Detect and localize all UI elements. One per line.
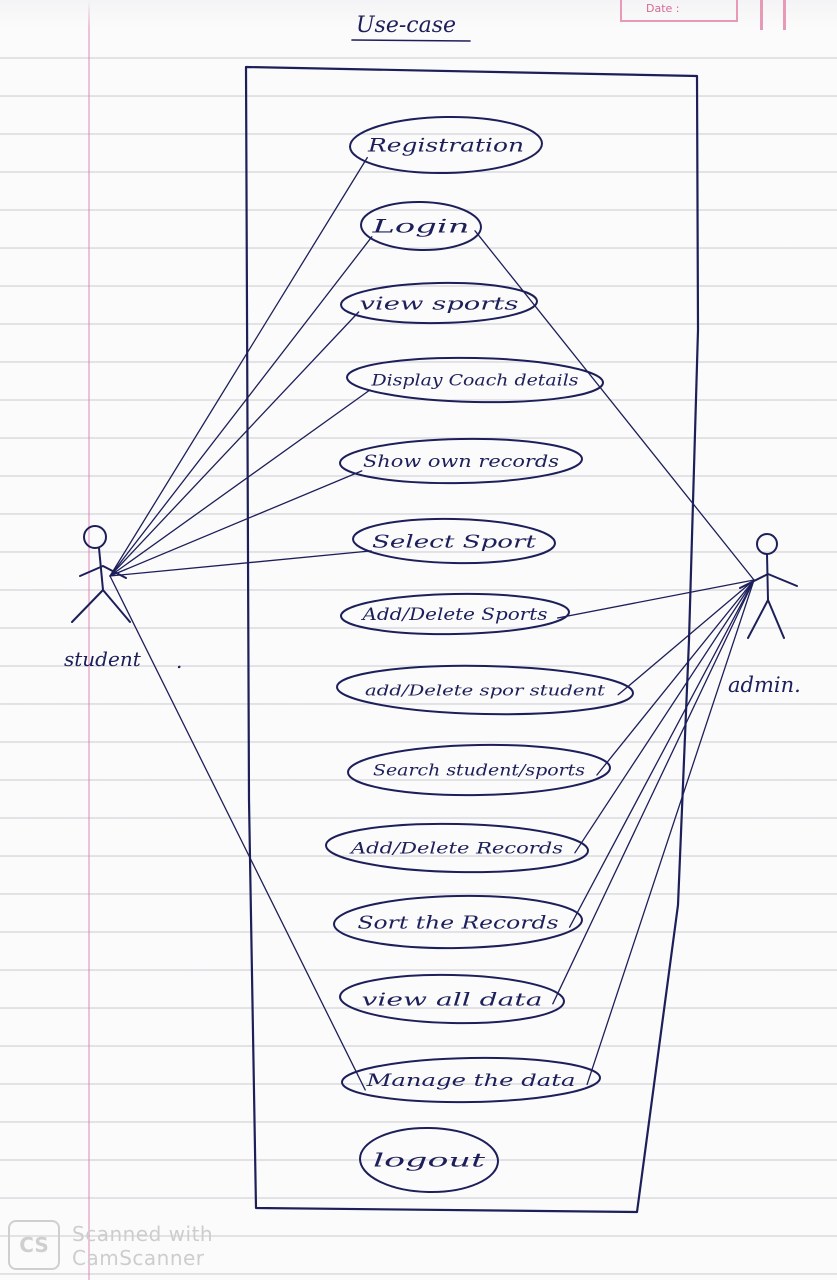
use-case-oval-display-coach-details [346,356,604,404]
use-case-label-add-delete-sports: Add/Delete Sports [360,605,548,625]
use-case-search-student-sports: Search student/sports [347,743,611,797]
use-case-add-delete-records: Add/Delete Records [325,822,589,874]
use-case-oval-logout [359,1126,499,1194]
association-admin-view-all-data [552,579,755,1005]
use-case-oval-manage-the-data [341,1056,601,1104]
use-case-view-sports: view sports [340,281,538,325]
association-student-display-coach-details [109,389,371,577]
association-student-view-sports [109,311,360,577]
association-admin-search-student-sports [596,579,755,776]
use-case-oval-show-own-records [339,437,583,485]
system-boundary [244,65,700,1214]
diagram-title: Use-case [356,13,456,38]
use-case-add-delete-sports: Add/Delete Sports [340,592,570,636]
watermark-line-1: Scanned with [72,1222,214,1246]
use-case-label-add-delete-records: Add/Delete Records [348,839,563,858]
use-case-add-delete-spor-student: add/Delete spor student [336,664,634,716]
association-admin-add-delete-sports [556,579,755,619]
student-actor-head [83,525,107,549]
date-label: Date : [646,2,680,15]
association-admin-sort-the-records [568,579,755,928]
admin-actor-head [756,533,778,555]
use-case-oval-search-student-sports [347,743,611,797]
use-case-oval-add-delete-records [325,822,589,874]
student-actor: student . [64,525,182,673]
use-case-label-registration: Registration [367,135,524,157]
date-corner-marks [760,0,786,30]
association-student-select-sport [109,550,372,577]
use-case-label-login: Login [371,216,470,238]
use-case-sort-the-records: Sort the Records [333,894,583,950]
association-student-registration [109,156,368,577]
use-case-oval-view-all-data [339,973,565,1025]
use-case-oval-add-delete-spor-student [336,664,634,716]
use-case-oval-add-delete-sports [340,592,570,636]
use-case-oval-sort-the-records [333,894,583,950]
camscanner-watermark: CS Scanned with CamScanner [8,1220,238,1272]
use-case-show-own-records: Show own records [339,437,583,485]
use-case-manage-the-data: Manage the data [341,1056,601,1104]
use-case-label-display-coach-details: Display Coach details [370,371,578,390]
student-label-dot: . [176,649,182,673]
association-admin-add-delete-spor-student [617,579,755,696]
date-box: Date : [620,0,738,22]
use-case-label-manage-the-data: Manage the data [365,1071,575,1091]
association-admin-add-delete-records [574,579,755,854]
association-admin-login [474,230,755,581]
use-case-label-add-delete-spor-student: add/Delete spor student [365,681,606,699]
association-student-show-own-records [109,470,363,577]
student-actor-body [71,547,131,623]
association-lines [109,156,755,1091]
use-case-label-view-all-data: view all data [362,989,543,1010]
use-case-logout: logout [359,1126,499,1194]
use-case-label-select-sport: Select Sport [372,531,537,552]
student-actor-label: student [64,647,142,671]
use-case-display-coach-details: Display Coach details [346,356,604,404]
admin-actor-label: admin. [728,673,801,697]
diagram-title-underline [351,39,471,42]
page-top-band [0,0,837,28]
use-case-label-sort-the-records: Sort the Records [358,912,559,933]
watermark-text: Scanned with CamScanner [72,1222,213,1270]
admin-actor: admin. [728,533,801,697]
use-case-label-logout: logout [373,1150,486,1172]
watermark-line-2: CamScanner [72,1246,205,1270]
association-student-manage-the-data [109,575,366,1091]
admin-actor-body [739,553,798,639]
use-case-label-search-student-sports: Search student/sports [373,761,585,780]
use-case-registration: Registration [349,115,543,175]
use-case-label-show-own-records: Show own records [363,452,559,472]
use-case-oval-view-sports [340,281,538,325]
use-case-oval-select-sport [352,517,556,565]
use-case-oval-registration [349,115,543,175]
use-case-oval-login [360,200,482,252]
use-case-select-sport: Select Sport [352,517,556,565]
use-case-login: Login [360,200,482,252]
page-margin-line [88,0,90,1280]
association-student-login [109,236,373,577]
camscanner-logo: CS [8,1220,60,1270]
use-case-view-all-data: view all data [339,973,565,1025]
association-admin-manage-the-data [586,579,755,1086]
use-case-label-view-sports: view sports [360,293,519,314]
